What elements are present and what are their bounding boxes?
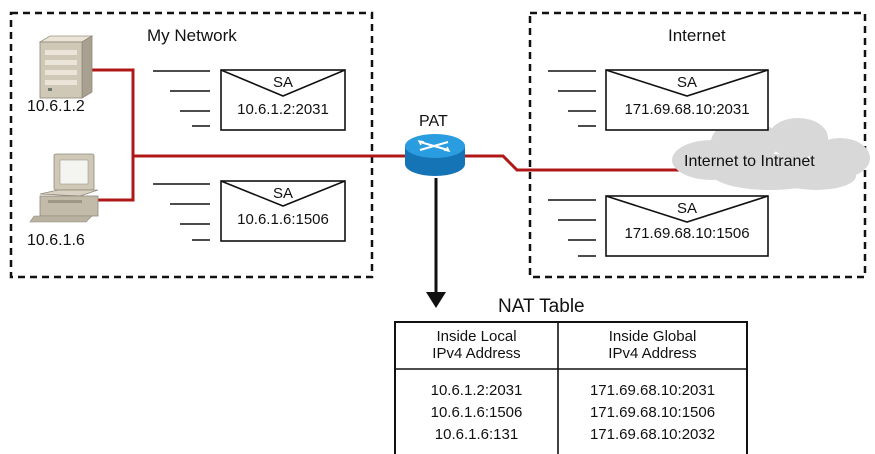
server-icon [38, 35, 94, 99]
packet-sa-label: SA [272, 74, 293, 91]
cloud-icon [672, 118, 870, 190]
packet-sa-label: SA [676, 74, 697, 91]
nat-header-line: IPv4 Address [432, 345, 521, 362]
packet-envelope [153, 69, 346, 131]
router-icon [405, 134, 465, 176]
packet-address: 171.69.68.10:2031 [624, 101, 750, 118]
packet-envelope [548, 69, 769, 131]
nat-cell-inside-global: 171.69.68.10:2031 [589, 382, 716, 399]
packet-envelope [153, 180, 346, 242]
nat-cell-inside-local: 10.6.1.6:1506 [430, 404, 523, 421]
nat-header-inside-global: Inside Global IPv4 Address [558, 328, 747, 362]
nat-header-line: Inside Global [608, 328, 697, 345]
my-network-zone [9, 11, 374, 279]
cloud-label: Internet to Intranet [684, 153, 815, 170]
pc-address-label: 10.6.1.6 [27, 232, 85, 249]
internet-title: Internet [668, 26, 726, 45]
packet-sa-label: SA [676, 200, 697, 217]
pat-router-label: PAT [419, 113, 448, 130]
nat-header-line: Inside Local [436, 328, 517, 345]
nat-header-inside-local: Inside Local IPv4 Address [395, 328, 558, 362]
nat-cell-inside-global: 171.69.68.10:1506 [589, 404, 716, 421]
server-address-label: 10.6.1.2 [27, 98, 85, 115]
packet-address: 10.6.1.6:1506 [237, 211, 329, 228]
packet-address: 10.6.1.2:2031 [237, 101, 329, 118]
packet-sa-label: SA [272, 185, 293, 202]
nat-cell-inside-global: 171.69.68.10:2032 [589, 426, 716, 443]
nat-header-line: IPv4 Address [608, 345, 697, 362]
nat-table-grid [394, 321, 748, 454]
packet-address: 171.69.68.10:1506 [624, 225, 750, 242]
nat-table-title: NAT Table [498, 296, 585, 317]
nat-cell-inside-local: 10.6.1.2:2031 [430, 382, 523, 399]
packet-envelope [548, 195, 769, 257]
nat-cell-inside-local: 10.6.1.6:131 [434, 426, 519, 443]
pc-icon [29, 153, 99, 223]
my-network-title: My Network [147, 26, 237, 45]
arrow-down-icon [426, 178, 446, 308]
network-links [92, 68, 700, 202]
